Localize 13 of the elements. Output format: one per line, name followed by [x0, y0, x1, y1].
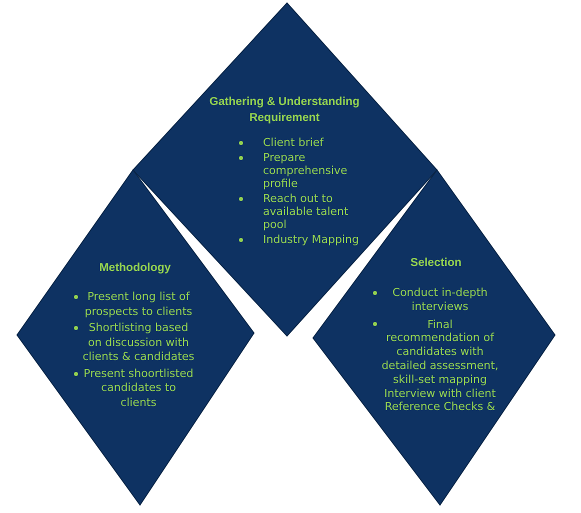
bullet-text: Shortlisting based on discussion with clients & candidates	[82, 321, 195, 364]
diamond-heading: Methodology	[98, 261, 172, 276]
bullet-text: Prepare comprehensive profile	[263, 151, 348, 190]
bullet-text: Final recommendation of candidates with detailed assessment, skill-set mapping Interview with client Reference Checks &	[381, 318, 499, 414]
bullet-text: Client brief	[263, 136, 325, 149]
bullet-text: Present long list of prospects to clients	[84, 290, 194, 319]
diamond-heading: Gathering & Understanding Requirement	[208, 95, 361, 126]
diamond-panel	[17, 170, 254, 505]
bullet-text: Industry Mapping	[263, 233, 360, 246]
diamond-heading: Selection	[409, 256, 463, 271]
bullet-text: Reach out to available talent pool	[263, 192, 350, 231]
bullet-text: Conduct in-depth interviews	[391, 286, 489, 314]
bullet-text: Present shoortlisted candidates to clients	[82, 366, 194, 410]
